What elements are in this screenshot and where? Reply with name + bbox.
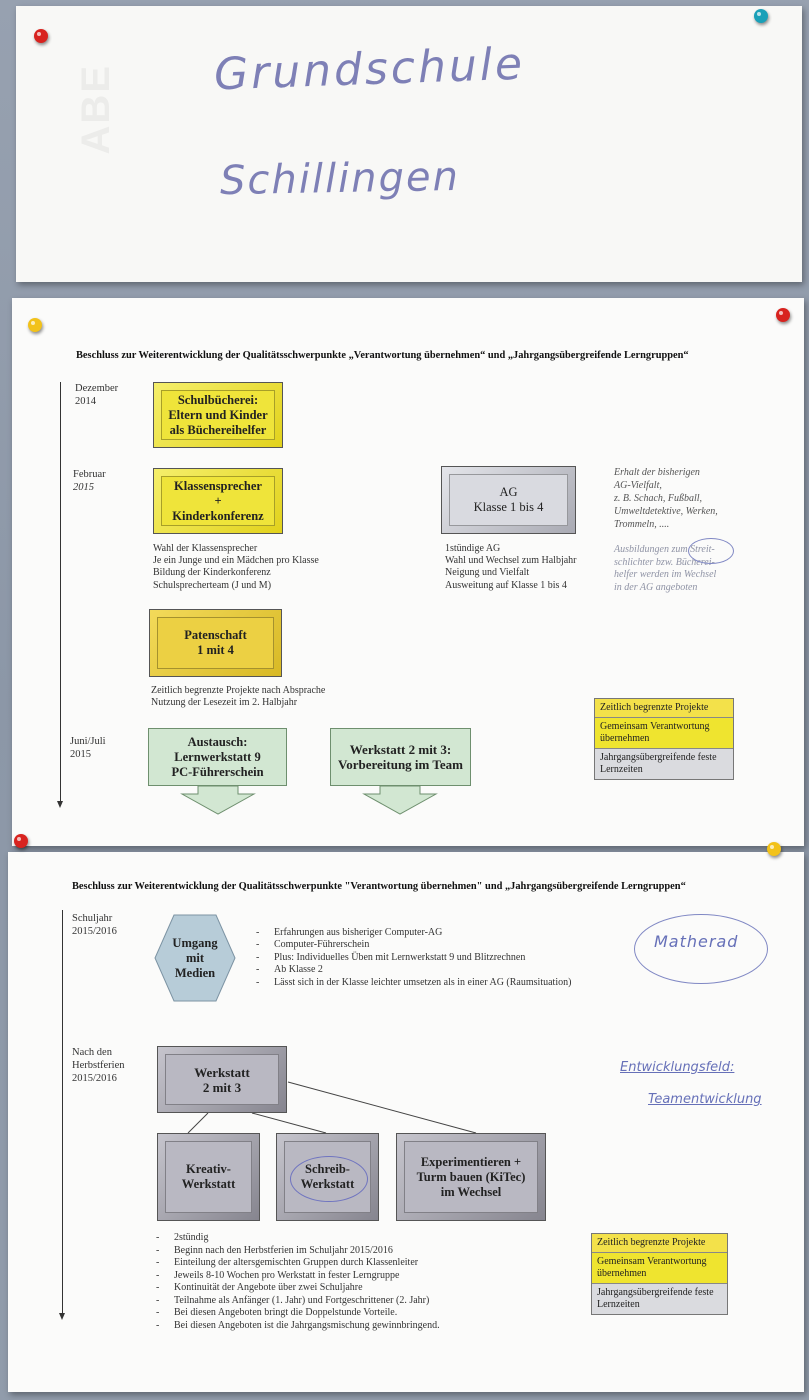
- legend-item-lernzeiten: Jahrgangsübergreifende feste Lernzeiten: [595, 749, 733, 779]
- list-item: Erfahrungen aus bisheriger Computer-AG: [256, 927, 571, 939]
- box-austausch-lernwerkstatt: Austausch: Lernwerkstatt 9 PC-Führersche…: [148, 728, 287, 786]
- box-ag-klasse-1-bis-4: AG Klasse 1 bis 4: [441, 466, 576, 534]
- down-arrow-werkstatt-icon: [362, 786, 438, 815]
- list-item: 2stündig: [156, 1232, 440, 1245]
- matherad-ellipse: [634, 914, 768, 984]
- box-werkstatt-vorbereitung: Werkstatt 2 mit 3: Vorbereitung im Team: [330, 728, 471, 786]
- down-arrow-austausch-icon: [180, 786, 256, 815]
- pin-teal-icon: [754, 9, 768, 23]
- sheet-heading: Beschluss zur Weiterentwicklung der Qual…: [76, 350, 689, 361]
- list-item: Einteilung der altersgemischten Gruppen …: [156, 1257, 440, 1270]
- date-nach-den-herbstferien: Nach den Herbstferien 2015/2016: [72, 1047, 125, 1084]
- legend-box: Zeitlich begrenzte Projekte Gemeinsam Ve…: [594, 698, 734, 780]
- box-werkstatt-2-mit-3: Werkstatt 2 mit 3: [157, 1046, 287, 1113]
- list-item: Plus: Individuelles Üben mit Lernwerksta…: [256, 952, 571, 964]
- handnote-teamentwicklung: Teamentwicklung: [648, 1092, 762, 1107]
- pin-red-icon: [14, 834, 28, 848]
- timeline-arrow: [57, 382, 63, 808]
- decision-sheet-2014-2015: Beschluss zur Weiterentwicklung der Qual…: [12, 298, 804, 846]
- sheet-heading: Beschluss zur Weiterentwicklung der Qual…: [72, 881, 686, 892]
- box-patenschaft: Patenschaft 1 mit 4: [149, 609, 282, 677]
- hexagon-shape-icon: [154, 914, 236, 1002]
- notes-ausbildungen: Ausbildungen zum Streit- schlichter bzw.…: [614, 544, 717, 593]
- box-schulbuecherei: Schulbücherei: Eltern und Kinder als Büc…: [153, 382, 283, 448]
- pen-circle-mark: [688, 538, 734, 564]
- date-februar-2015: Februar 2015: [73, 469, 106, 493]
- handnote-matherad: Matherad: [654, 932, 739, 951]
- date-schuljahr-2015-2016: Schuljahr 2015/2016: [72, 913, 117, 937]
- notes-patenschaft: Zeitlich begrenzte Projekte nach Absprac…: [151, 685, 326, 709]
- box-experimentieren-kitec: Experimentieren + Turm bauen (KiTec) im …: [396, 1133, 546, 1221]
- legend-item-projekte: Zeitlich begrenzte Projekte: [595, 699, 733, 718]
- legend-box: Zeitlich begrenzte Projekte Gemeinsam Ve…: [591, 1233, 728, 1315]
- list-item: Lässt sich in der Klasse leichter umsetz…: [256, 977, 571, 989]
- handwritten-school-name-line1: Grundschule: [213, 38, 526, 101]
- list-item: Beginn nach den Herbstferien im Schuljah…: [156, 1245, 440, 1258]
- box-schreib-werkstatt: Schreib- Werkstatt: [276, 1133, 379, 1221]
- notes-ag-vielfalt: Erhalt der bisherigen AG-Vielfalt, z. B.…: [614, 467, 718, 530]
- hexagon-umgang-mit-medien: Umgang mit Medien: [154, 914, 236, 1002]
- notes-klassensprecher: Wahl der Klassensprecher Je ein Junge un…: [153, 543, 319, 591]
- pin-red-icon: [776, 308, 790, 322]
- title-sheet: ABE Grundschule Schillingen: [16, 6, 802, 282]
- pin-yellow-icon: [28, 318, 42, 332]
- list-item: Bei diesen Angeboten bringt die Doppelst…: [156, 1307, 440, 1320]
- legend-item-verantwortung: Gemeinsam Verantwortung übernehmen: [592, 1253, 727, 1284]
- list-item: Bei diesen Angeboten ist die Jahrgangsmi…: [156, 1320, 440, 1333]
- handnote-entwicklungsfeld: Entwicklungsfeld:: [620, 1060, 735, 1075]
- pin-yellow-icon: [767, 842, 781, 856]
- list-item: Ab Klasse 2: [256, 964, 571, 976]
- legend-item-projekte: Zeitlich begrenzte Projekte: [592, 1234, 727, 1253]
- legend-item-verantwortung: Gemeinsam Verantwortung übernehmen: [595, 718, 733, 749]
- notes-ag: 1stündige AG Wahl und Wechsel zum Halbja…: [445, 543, 577, 591]
- pin-red-icon: [34, 29, 48, 43]
- decision-sheet-2015-2016: Beschluss zur Weiterentwicklung der Qual…: [8, 852, 804, 1392]
- list-item: Kontinuität der Angebote über zwei Schul…: [156, 1282, 440, 1295]
- handwritten-school-name-line2: Schillingen: [219, 153, 461, 205]
- list-item: Computer-Führerschein: [256, 939, 571, 951]
- date-juni-juli-2015: Juni/Juli 2015: [70, 736, 106, 760]
- paper-watermark: ABE: [74, 64, 118, 155]
- schreib-pen-circle: [290, 1156, 368, 1202]
- medien-bullet-list: Erfahrungen aus bisheriger Computer-AG C…: [256, 927, 571, 989]
- werkstatt-bullet-list: 2stündig Beginn nach den Herbstferien im…: [156, 1232, 440, 1332]
- timeline-arrow: [59, 910, 65, 1320]
- list-item: Teilnahme als Anfänger (1. Jahr) und For…: [156, 1295, 440, 1308]
- date-dezember-2014: Dezember 2014: [75, 383, 119, 407]
- legend-item-lernzeiten: Jahrgangsübergreifende feste Lernzeiten: [592, 1284, 727, 1314]
- box-klassensprecher: Klassensprecher + Kinderkonferenz: [153, 468, 283, 534]
- box-kreativ-werkstatt: Kreativ- Werkstatt: [157, 1133, 260, 1221]
- list-item: Jeweils 8-10 Wochen pro Werkstatt in fes…: [156, 1270, 440, 1283]
- tree-connector-lines: [187, 1081, 477, 1134]
